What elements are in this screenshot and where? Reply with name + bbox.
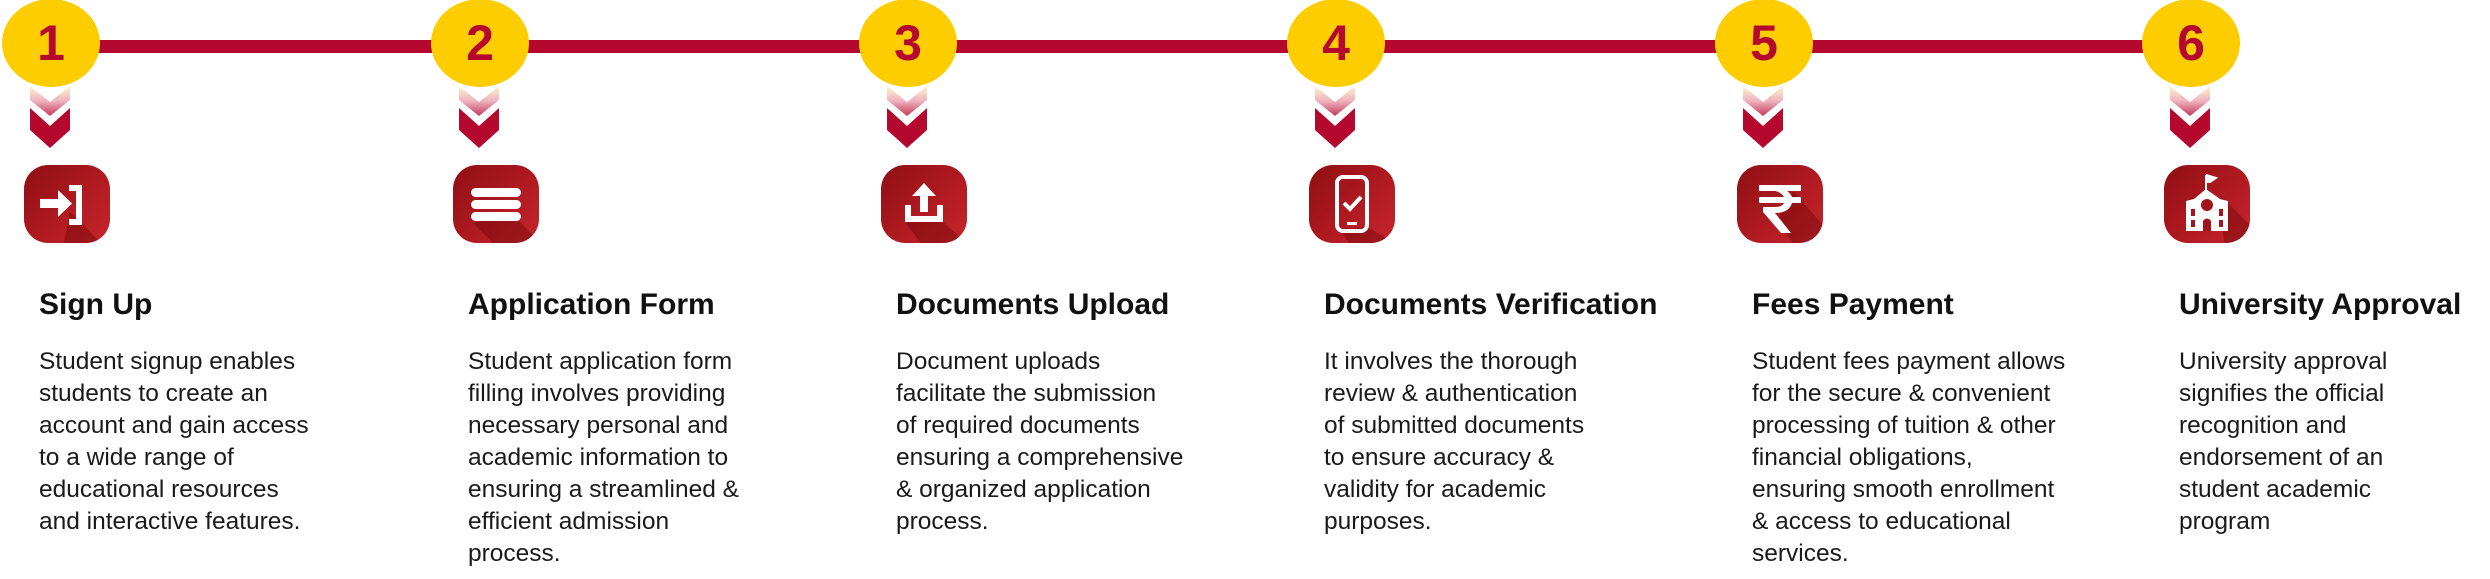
step-6: 6 University Approval University approva… [2142,0,2490,579]
description-line: & access to educational [1752,508,2011,535]
description-line: for the secure & convenient [1752,380,2051,407]
step-title: Documents Upload [896,288,1170,321]
step-number-badge: 1 [2,0,100,87]
description-line: University approval [2179,348,2388,375]
description-line: ensuring a comprehensive [896,444,1184,471]
description-line: review & authentication [1324,380,1578,407]
description-line: processing of tuition & other [1752,412,2056,439]
description-line: necessary personal and [468,412,729,439]
description-line: student academic [2179,476,2372,503]
description-line: to a wide range of [39,444,234,471]
description-line: academic information to [468,444,729,471]
sign-in-icon [24,165,110,243]
upload-icon [881,165,967,243]
description-line: recognition and [2179,412,2347,439]
step-number-badge: 3 [859,0,957,87]
step-description: Student signup enables students to create… [39,346,309,538]
description-line: signifies the official [2179,380,2385,407]
step-5: 5 Fees Payment Student fees payment allo… [1715,0,2191,579]
description-line: Document uploads [896,348,1101,375]
description-line: program [2179,508,2271,535]
step-2: 2 Application Form Student application f… [431,0,907,579]
step-description: Student application form filling involves… [468,346,739,570]
chevron-down-icon [459,86,499,148]
description-line: of required documents [896,412,1140,439]
description-line: account and gain access [39,412,309,439]
chevron-down-icon [1315,86,1355,148]
step-3: 3 Documents Upload Document uploads facil… [859,0,1335,579]
description-line: Student fees payment allows [1752,348,2066,375]
form-lines-icon [453,165,539,243]
description-line: validity for academic [1324,476,1546,503]
step-title: Sign Up [39,288,153,321]
description-line: process. [896,508,989,535]
chevron-down-icon [887,86,927,148]
description-line: efficient admission [468,508,670,535]
description-line: students to create an [39,380,268,407]
description-line: and interactive features. [39,508,301,535]
step-number-badge: 5 [1715,0,1813,87]
description-line: purposes. [1324,508,1432,535]
description-line: process. [468,540,561,567]
step-1: 1 Sign Up Student signup enables students… [2,0,478,579]
phone-check-icon [1309,165,1395,243]
step-description: Student fees payment allows for the secur… [1752,346,2065,570]
description-line: endorsement of an [2179,444,2384,471]
description-line: financial obligations, [1752,444,1973,471]
step-description: It involves the thorough review & authent… [1324,346,1584,538]
step-4: 4 Documents Verification It involves the… [1287,0,1763,579]
step-number-badge: 2 [431,0,529,87]
description-line: It involves the thorough [1324,348,1578,375]
description-line: educational resources [39,476,279,503]
step-number-badge: 6 [2142,0,2240,87]
step-title: Fees Payment [1752,288,1954,321]
step-title: University Approval [2179,288,2462,321]
chevron-down-icon [1743,86,1783,148]
university-building-icon [2164,165,2250,243]
timeline-connector [50,40,2190,53]
step-description: University approval signifies the officia… [2179,346,2387,538]
description-line: Student signup enables [39,348,296,375]
step-title: Application Form [468,288,715,321]
description-line: ensuring a streamlined & [468,476,740,503]
description-line: ensuring smooth enrollment [1752,476,2055,503]
description-line: filling involves providing [468,380,726,407]
description-line: of submitted documents [1324,412,1585,439]
rupee-icon [1737,165,1823,243]
description-line: & organized application [896,476,1151,503]
step-number-badge: 4 [1287,0,1385,87]
description-line: Student application form [468,348,733,375]
step-description: Document uploads facilitate the submissio… [896,346,1183,538]
description-line: services. [1752,540,1849,567]
description-line: facilitate the submission [896,380,1157,407]
description-line: to ensure accuracy & [1324,444,1555,471]
step-title: Documents Verification [1324,288,1658,321]
chevron-down-icon [30,86,70,148]
chevron-down-icon [2170,86,2210,148]
